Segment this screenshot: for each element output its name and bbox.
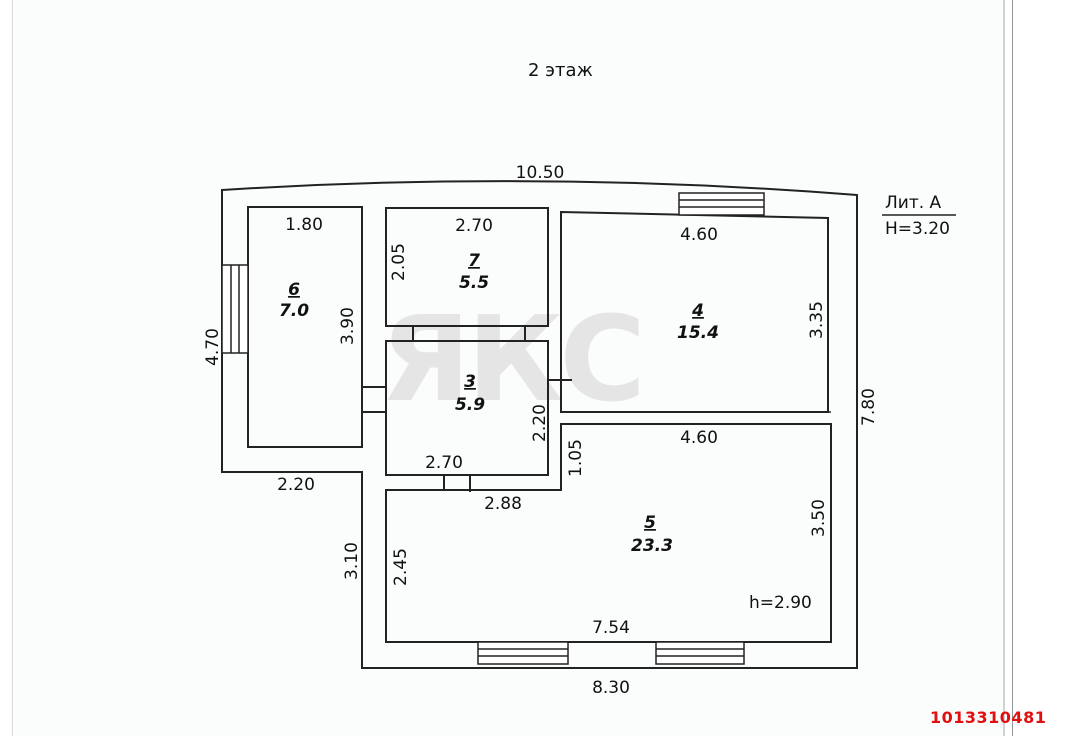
room-5-area: 23.3 xyxy=(631,536,673,556)
room-5-ceiling-height: h=2.90 xyxy=(749,593,812,613)
watermark: ЯКС xyxy=(380,290,646,428)
dim-outer-bottom: 8.30 xyxy=(592,678,630,698)
building-height-label: H=3.20 xyxy=(885,219,950,239)
window-bottom-right xyxy=(655,641,745,665)
building-lit-label: Лит. А xyxy=(885,193,942,213)
dim-outer-left-step: 2.20 xyxy=(277,475,315,495)
window-left xyxy=(221,264,249,354)
room-4-area: 15.4 xyxy=(677,323,719,343)
room-6-width: 1.80 xyxy=(285,215,323,235)
plan-sheet xyxy=(12,0,1005,736)
listing-id: 1013310481 xyxy=(930,708,1047,727)
room-3-width: 2.70 xyxy=(425,453,463,473)
room-7-width: 2.70 xyxy=(455,216,493,236)
room-5-bottom-width: 7.54 xyxy=(592,618,630,638)
dim-stair-opening: 2.88 xyxy=(484,494,522,514)
dim-outer-top: 10.50 xyxy=(516,163,565,183)
room-3-outline xyxy=(385,340,549,476)
outer-wall-outline xyxy=(221,180,858,669)
room-5-length: 3.50 xyxy=(809,499,829,537)
dim-outer-left-lower: 3.10 xyxy=(342,542,362,580)
window-bottom-left xyxy=(477,641,569,665)
dim-corridor-width: 1.05 xyxy=(566,439,586,477)
room-3-area: 5.9 xyxy=(455,395,485,415)
room-4-length: 3.35 xyxy=(807,301,827,339)
door-marks xyxy=(362,326,572,492)
room-5-left-length: 2.45 xyxy=(391,548,411,586)
dim-outer-right: 7.80 xyxy=(859,388,879,426)
room-5-number: 5 xyxy=(644,513,656,533)
floor-title: 2 этаж xyxy=(528,60,593,81)
dim-outer-left-upper: 4.70 xyxy=(203,328,223,366)
room-3-number: 3 xyxy=(464,372,476,392)
room-5-width: 4.60 xyxy=(680,428,718,448)
room-6-length: 3.90 xyxy=(338,307,358,345)
window-top xyxy=(678,192,765,216)
room-7-area: 5.5 xyxy=(459,273,489,293)
room-7-length: 2.05 xyxy=(389,243,409,281)
room-3-length: 2.20 xyxy=(530,404,550,442)
sheet-margin-line xyxy=(1012,0,1013,736)
room-7-number: 7 xyxy=(468,251,480,271)
room-4-number: 4 xyxy=(691,301,704,321)
room-6-number: 6 xyxy=(288,280,300,300)
room-7-outline xyxy=(385,207,549,327)
room-4-width: 4.60 xyxy=(680,225,718,245)
room-6-area: 7.0 xyxy=(279,301,309,321)
